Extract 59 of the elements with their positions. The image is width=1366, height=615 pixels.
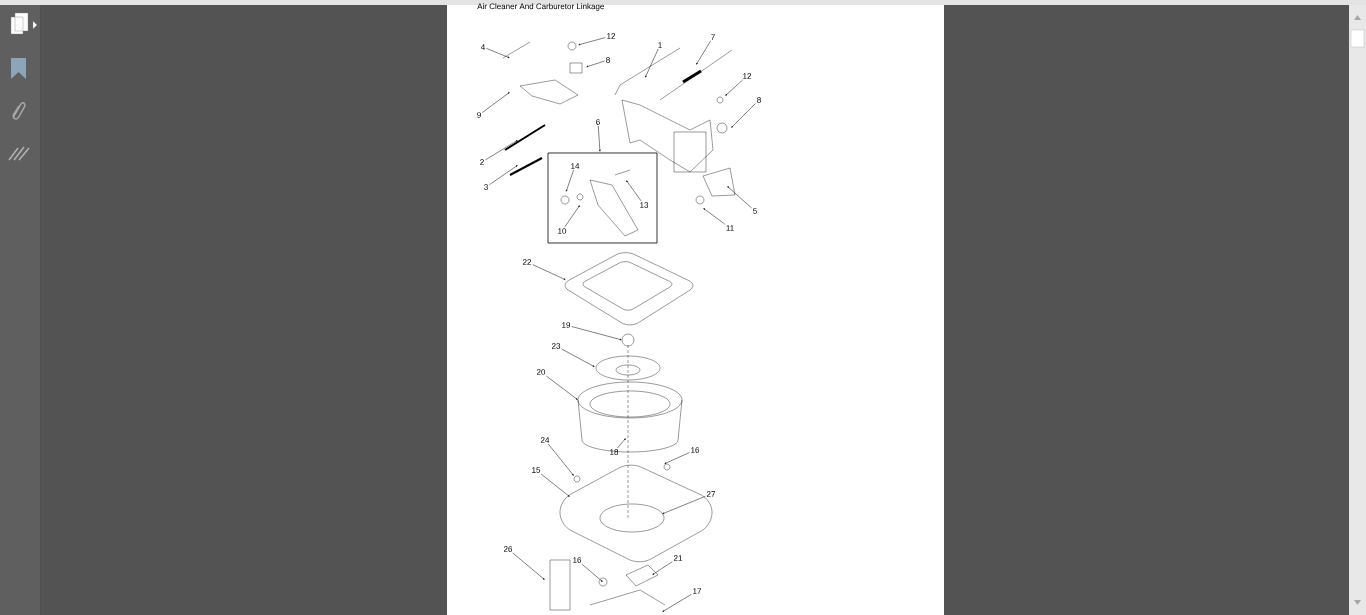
leader-line bbox=[652, 561, 673, 575]
page-title: Air Cleaner And Carburetor Linkage bbox=[477, 3, 604, 11]
callout-number: 10 bbox=[558, 228, 567, 234]
leader-line bbox=[566, 169, 574, 192]
leader-line bbox=[561, 348, 595, 367]
leader-line bbox=[664, 452, 690, 464]
callout-number: 8 bbox=[757, 97, 761, 103]
callout-number: 24 bbox=[540, 437, 550, 443]
callout-number: 2 bbox=[480, 159, 484, 165]
leader-line bbox=[617, 438, 626, 449]
leader-line bbox=[662, 594, 692, 612]
callout-number: 9 bbox=[477, 112, 481, 118]
callout-number: 22 bbox=[522, 259, 532, 265]
callout-number: 13 bbox=[640, 202, 649, 208]
leader-line bbox=[571, 326, 622, 341]
callout-number: 6 bbox=[596, 119, 600, 125]
leader-line bbox=[725, 79, 743, 96]
leader-line bbox=[486, 48, 510, 58]
leader-line bbox=[731, 103, 756, 128]
callout-number: 23 bbox=[551, 343, 561, 349]
callout-number: 12 bbox=[743, 73, 752, 79]
leader-line bbox=[546, 375, 578, 400]
callout-number: 16 bbox=[691, 447, 700, 453]
leader-line bbox=[578, 37, 606, 46]
leader-line bbox=[564, 205, 580, 228]
callout-number: 12 bbox=[607, 33, 616, 39]
callout-number: 11 bbox=[726, 225, 734, 231]
leader-line bbox=[662, 496, 706, 514]
callout-number: 17 bbox=[693, 588, 702, 594]
callout-number: 20 bbox=[536, 369, 546, 375]
leader-line bbox=[485, 140, 518, 161]
callout-number: 3 bbox=[484, 184, 488, 190]
callout-number: 27 bbox=[706, 491, 716, 497]
leader-line bbox=[645, 48, 659, 78]
leader-line bbox=[532, 264, 566, 280]
leader-line bbox=[696, 40, 711, 65]
leader-line bbox=[540, 473, 570, 497]
leader-line bbox=[626, 180, 642, 202]
callout-number: 15 bbox=[532, 467, 541, 473]
leader-line bbox=[482, 92, 510, 113]
leader-line bbox=[548, 443, 574, 476]
callout-number: 19 bbox=[562, 322, 571, 328]
callout-number: 4 bbox=[480, 44, 485, 50]
callout-number: 1 bbox=[658, 42, 662, 48]
callout-number: 16 bbox=[573, 557, 582, 563]
leader-line bbox=[512, 552, 545, 580]
leader-line bbox=[489, 165, 518, 185]
leader-line bbox=[581, 563, 603, 582]
leader-line bbox=[598, 125, 601, 152]
callout-number: 14 bbox=[571, 163, 580, 169]
leader-line bbox=[586, 60, 605, 68]
leader-line bbox=[703, 208, 725, 225]
callout-number: 21 bbox=[673, 555, 683, 561]
callout-number: 26 bbox=[503, 546, 513, 552]
leader-line bbox=[727, 186, 752, 209]
callout-number: 18 bbox=[610, 449, 619, 455]
callout-number: 7 bbox=[711, 34, 715, 40]
callout-number: 8 bbox=[606, 57, 610, 63]
callout-number: 5 bbox=[753, 208, 757, 214]
